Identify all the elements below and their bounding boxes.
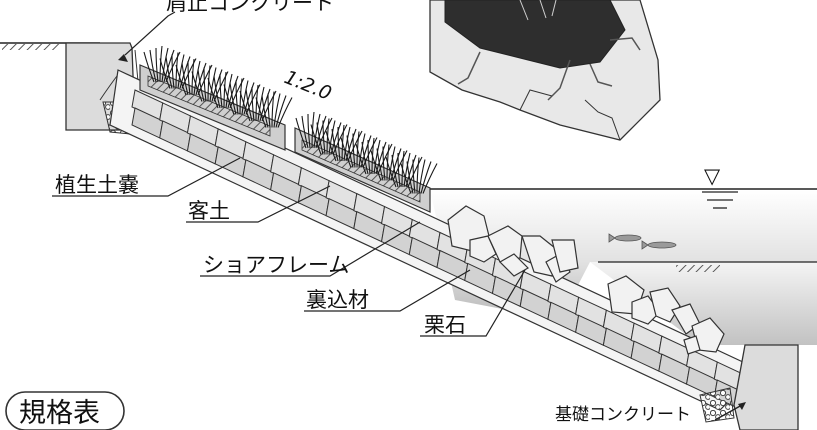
label-soil: 客土 (188, 199, 230, 223)
spec-table-label[interactable]: 規格表 (19, 398, 100, 429)
rubble-stones (447, 205, 725, 355)
ground-surface-right (676, 265, 720, 272)
svg-text:▽: ▽ (704, 164, 721, 188)
leader-lines (52, 11, 526, 337)
label-foundation-concrete: 基礎コンクリート (555, 405, 691, 425)
grass-vegetation (143, 45, 438, 194)
vegetation-bag-middle (294, 127, 431, 213)
spec-table-badge[interactable]: 規格表 (5, 391, 125, 430)
label-backfill: 裏込材 (306, 288, 369, 312)
foundation-concrete-block (699, 344, 799, 430)
label-rubble: 栗石 (424, 313, 466, 337)
leader-arrow (118, 54, 128, 62)
label-vegetation-bag: 植生土嚢 (55, 173, 139, 197)
shore-frame-blocks (131, 89, 746, 411)
label-slope-ratio: 1:2.0 (281, 66, 334, 105)
fish-icon (608, 233, 677, 250)
water-level-symbol: ▽ (702, 164, 738, 209)
label-shore-frame: ショアフレーム (203, 253, 349, 277)
frame-block-3d-illustration (429, 0, 661, 141)
label-top-concrete: 肩止コンクリート (166, 0, 334, 15)
